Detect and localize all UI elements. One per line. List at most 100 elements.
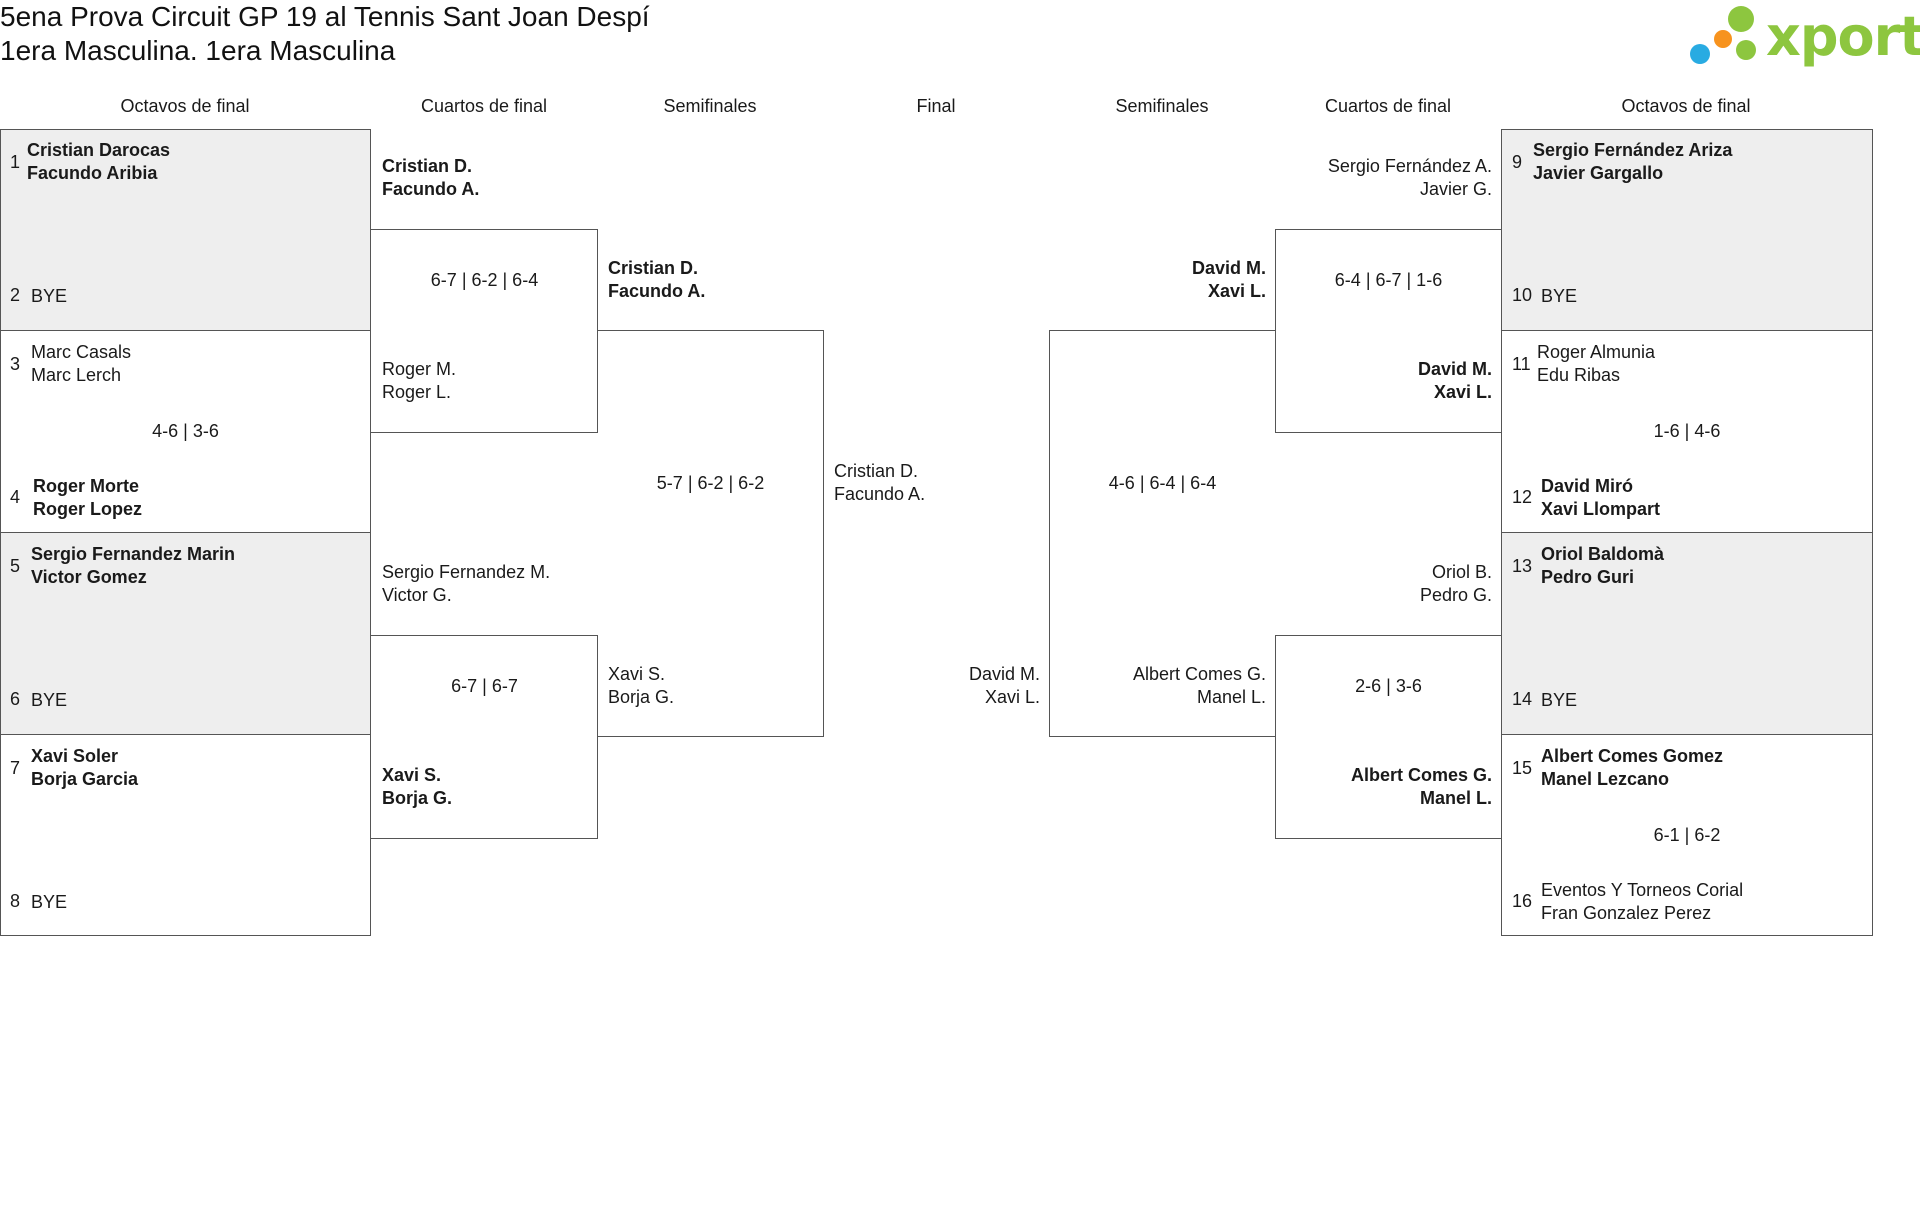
qf-left-1-team-b2: Roger L.	[382, 382, 452, 402]
team-player-2: Fran Gonzalez Perez	[1541, 903, 1712, 923]
col-header-final: Final	[916, 96, 956, 116]
seed-number: 10	[1512, 285, 1533, 305]
qf-left-2-team-a2: Victor G.	[382, 585, 452, 605]
logo-text: xporty	[1766, 5, 1920, 68]
qf-right-2-team-b2: Manel L.	[1419, 788, 1492, 808]
seed-number: 15	[1512, 758, 1533, 778]
seed-number: 12	[1512, 487, 1533, 507]
sf-right-team-a2: Xavi L.	[1207, 281, 1266, 301]
seed-number: 8	[10, 891, 21, 911]
qf-right-1-team-b1: David M.	[1417, 359, 1492, 379]
qf-left-2-team-b2: Borja G.	[382, 788, 453, 808]
final-team-b2: Xavi L.	[984, 687, 1040, 707]
seed-number: 11	[1512, 354, 1531, 374]
final-team-a1: Cristian D.	[834, 461, 919, 481]
match-score: 6-4 | 6-7 | 1-6	[1334, 270, 1443, 290]
final-team-a2: Facundo A.	[834, 484, 926, 504]
team-player-1: Oriol Baldomà	[1541, 544, 1665, 564]
qf-right-2-team-a1: Oriol B.	[1431, 562, 1492, 582]
seed-number: 14	[1512, 689, 1533, 709]
tournament-title: 5ena Prova Circuit GP 19 al Tennis Sant …	[0, 1, 650, 32]
col-header-left-sf: Semifinales	[663, 96, 757, 116]
qf-left-match-2	[371, 635, 598, 839]
seed-number: 7	[10, 758, 21, 778]
sf-right-team-b1: Albert Comes G.	[1132, 664, 1266, 684]
qf-right-1-team-a1: Sergio Fernández A.	[1327, 156, 1492, 176]
logo-dot-orange-icon	[1714, 30, 1732, 48]
team-player-1: David Miró	[1541, 476, 1634, 496]
sf-left-match	[597, 330, 824, 737]
team-player-1: Roger Almunia	[1537, 342, 1656, 362]
r16-right-match-3	[1501, 532, 1873, 735]
team-player-1: Marc Casals	[31, 342, 132, 362]
team-player-2: Pedro Guri	[1541, 567, 1635, 587]
team-player-1: Sergio Fernandez Marin	[31, 544, 236, 564]
qf-left-2-team-b1: Xavi S.	[382, 765, 442, 785]
col-header-right-r16: Octavos de final	[1621, 96, 1751, 116]
match-score: 4-6 | 3-6	[152, 421, 219, 441]
team-player-2: Edu Ribas	[1537, 365, 1621, 385]
team-player-1: Eventos Y Torneos Corial	[1541, 880, 1744, 900]
match-score: 2-6 | 3-6	[1355, 676, 1422, 696]
team-player-2: Facundo Aribia	[27, 163, 158, 183]
team-player-1: Sergio Fernández Ariza	[1533, 140, 1733, 160]
seed-number: 2	[10, 285, 21, 305]
team-player-2: Borja Garcia	[31, 769, 139, 789]
sf-left-team-a2: Facundo A.	[608, 281, 706, 301]
qf-left-1-team-a1: Cristian D.	[382, 156, 473, 176]
seed-number: 13	[1512, 556, 1533, 576]
team-player-1: Albert Comes Gomez	[1541, 746, 1724, 766]
qf-right-match-2	[1275, 635, 1502, 839]
qf-right-match-1	[1275, 229, 1502, 433]
team-player-1: Xavi Soler	[31, 746, 119, 766]
logo-dot-green2-icon	[1736, 40, 1756, 60]
sf-left-team-a1: Cristian D.	[608, 258, 699, 278]
qf-right-2-team-b1: Albert Comes G.	[1350, 765, 1492, 785]
logo-dot-blue-icon	[1690, 44, 1710, 64]
team-bye: BYE	[31, 690, 68, 710]
sf-right-team-a1: David M.	[1191, 258, 1266, 278]
match-score: 6-1 | 6-2	[1653, 825, 1721, 845]
xporty-logo[interactable]: xporty	[1690, 0, 1920, 70]
match-score: 6-7 | 6-2 | 6-4	[430, 270, 539, 290]
r16-right-match-1	[1501, 129, 1873, 331]
team-player-2: Victor Gomez	[31, 567, 147, 587]
team-bye: BYE	[1541, 690, 1578, 710]
col-header-left-r16: Octavos de final	[120, 96, 250, 116]
seed-number: 9	[1512, 152, 1523, 172]
col-header-left-qf: Cuartos de final	[420, 96, 548, 116]
qf-right-2-team-a2: Pedro G.	[1419, 585, 1492, 605]
qf-left-1-team-b1: Roger M.	[382, 359, 457, 379]
team-player-2: Manel Lezcano	[1541, 769, 1670, 789]
seed-number: 3	[10, 354, 21, 374]
r16-right-match-4	[1501, 734, 1873, 936]
team-player-2: Xavi Llompart	[1541, 499, 1661, 519]
team-bye: BYE	[31, 892, 68, 912]
match-score: 4-6 | 6-4 | 6-4	[1108, 473, 1217, 493]
team-player-2: Javier Gargallo	[1533, 163, 1664, 183]
final-team-b1: David M.	[968, 664, 1040, 684]
seed-number: 16	[1512, 891, 1533, 911]
qf-right-1-team-b2: Xavi L.	[1433, 382, 1492, 402]
col-header-right-qf: Cuartos de final	[1324, 96, 1452, 116]
team-player-2: Roger Lopez	[33, 499, 143, 519]
team-player-2: Marc Lerch	[31, 365, 122, 385]
seed-number: 4	[10, 487, 21, 507]
team-bye: BYE	[31, 286, 68, 306]
qf-left-match-1	[371, 229, 598, 433]
qf-left-1-team-a2: Facundo A.	[382, 179, 480, 199]
match-score: 6-7 | 6-7	[451, 676, 518, 696]
col-header-right-sf: Semifinales	[1115, 96, 1209, 116]
category-title: 1era Masculina. 1era Masculina	[0, 35, 396, 66]
r16-left-match-4	[0, 734, 371, 936]
seed-number: 5	[10, 556, 21, 576]
r16-left-match-3	[0, 532, 371, 735]
sf-right-team-b2: Manel L.	[1196, 687, 1266, 707]
match-score: 1-6 | 4-6	[1653, 421, 1721, 441]
logo-dot-green-icon	[1728, 6, 1754, 32]
qf-right-1-team-a2: Javier G.	[1419, 179, 1492, 199]
team-player-1: Cristian Darocas	[27, 140, 171, 160]
sf-left-team-b2: Borja G.	[608, 687, 675, 707]
team-player-1: Roger Morte	[33, 476, 140, 496]
seed-number: 1	[10, 152, 21, 172]
